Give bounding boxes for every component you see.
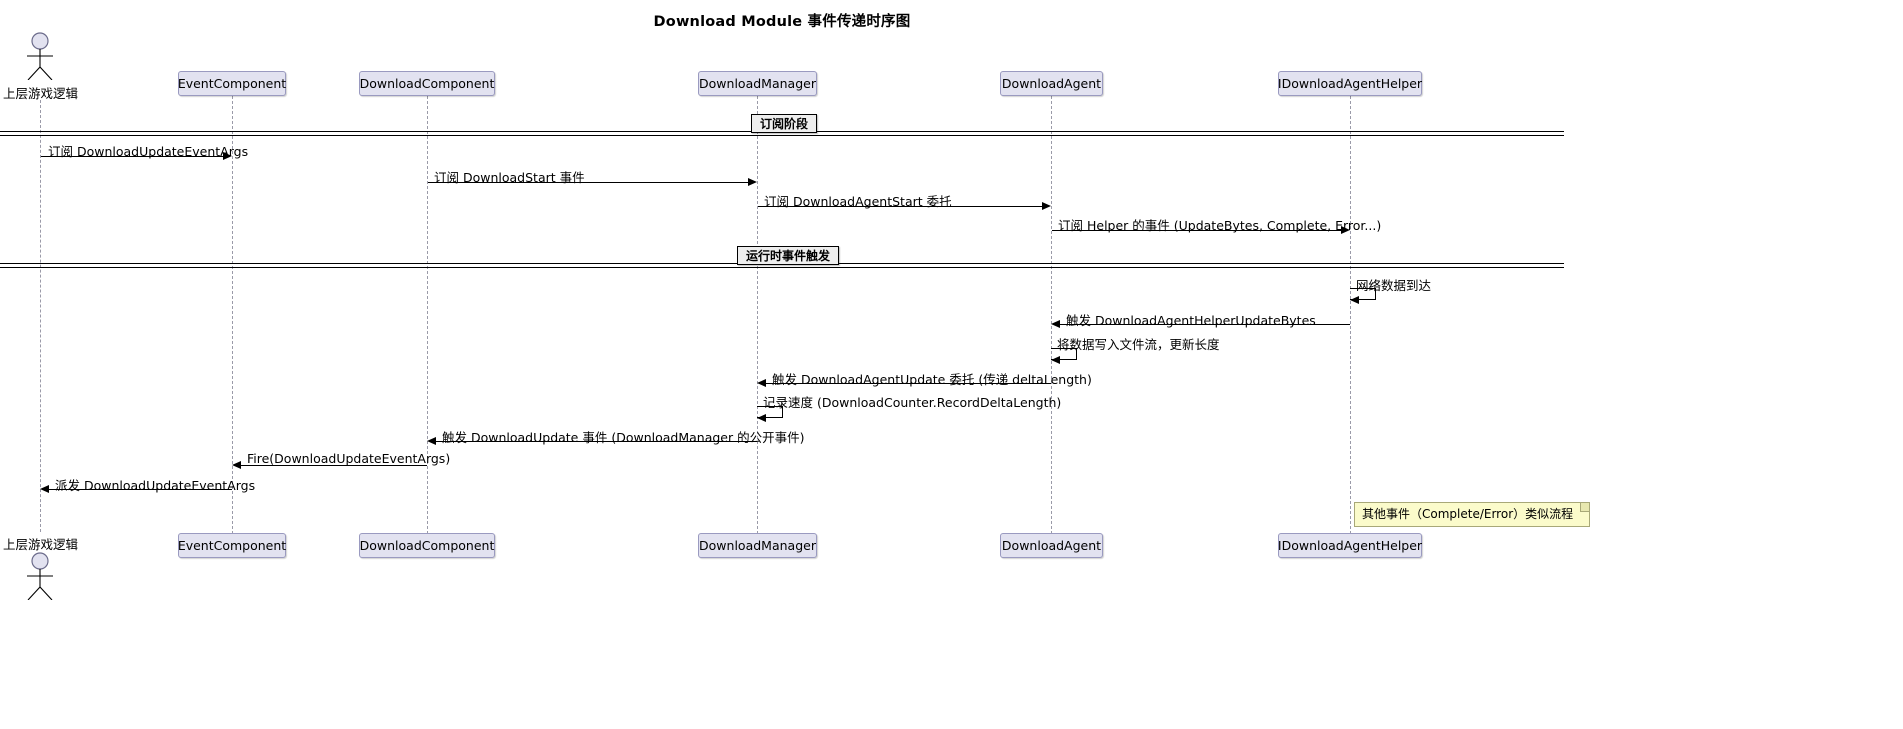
message-label-9: 记录速度 (DownloadCounter.RecordDeltaLength) bbox=[763, 395, 1062, 410]
note-text: 其他事件（Complete/Error）类似流程 bbox=[1362, 507, 1574, 521]
page-title: Download Module 事件传递时序图 bbox=[653, 14, 911, 30]
message-arrow-5 bbox=[1350, 295, 1359, 304]
participant-downloadcomponent-bottom[interactable]: DownloadComponent bbox=[359, 533, 495, 558]
actor-label-bottom: 上层游戏逻辑 bbox=[3, 537, 79, 552]
message-line-6 bbox=[1060, 324, 1350, 325]
message-line-8 bbox=[766, 383, 1051, 384]
self-message-loop-9 bbox=[757, 406, 783, 418]
self-message-loop-7 bbox=[1051, 348, 1077, 360]
lifeline-idownloadagenthelper bbox=[1350, 96, 1351, 534]
participant-label: EventComponent bbox=[177, 538, 287, 553]
note-other-events: 其他事件（Complete/Error）类似流程 bbox=[1354, 502, 1591, 527]
lifeline-eventcomponent bbox=[232, 96, 233, 534]
message-arrow-8 bbox=[757, 378, 766, 387]
message-arrow-4 bbox=[1341, 225, 1350, 234]
fragment-label-text: 订阅阶段 bbox=[760, 117, 809, 131]
participant-label: DownloadManager bbox=[699, 76, 816, 91]
note-fold-corner bbox=[1580, 503, 1590, 512]
participant-label: DownloadAgent bbox=[1001, 538, 1102, 553]
actor-figure-bottom bbox=[20, 552, 60, 601]
message-label-7: 将数据写入文件流，更新长度 bbox=[1057, 337, 1220, 352]
message-line-1 bbox=[41, 156, 224, 157]
message-label-10: 触发 DownloadUpdate 事件 (DownloadManager 的公… bbox=[442, 430, 805, 445]
participant-label: EventComponent bbox=[177, 76, 287, 91]
message-line-11 bbox=[241, 465, 427, 466]
message-label-3: 订阅 DownloadAgentStart 委托 bbox=[764, 194, 952, 209]
message-label-11: Fire(DownloadUpdateEventArgs) bbox=[247, 451, 451, 466]
participant-label: DownloadManager bbox=[699, 538, 816, 553]
message-line-2 bbox=[428, 182, 749, 183]
actor-figure-top bbox=[20, 32, 60, 81]
lifeline-downloadcomponent bbox=[427, 96, 428, 534]
message-label-1: 订阅 DownloadUpdateEventArgs bbox=[48, 144, 249, 159]
lifeline-downloadmanager bbox=[757, 96, 758, 534]
participant-downloadagent-bottom[interactable]: DownloadAgent bbox=[1000, 533, 1103, 558]
message-label-2: 订阅 DownloadStart 事件 bbox=[434, 170, 585, 185]
message-arrow-7 bbox=[1051, 355, 1060, 364]
message-label-4: 订阅 Helper 的事件 (UpdateBytes, Complete, Er… bbox=[1058, 218, 1382, 233]
lifeline-downloadagent bbox=[1051, 96, 1052, 534]
participant-downloadcomponent-top[interactable]: DownloadComponent bbox=[359, 71, 495, 96]
message-arrow-10 bbox=[427, 436, 436, 445]
participant-label: IDownloadAgentHelper bbox=[1277, 538, 1423, 553]
participant-eventcomponent-top[interactable]: EventComponent bbox=[178, 71, 286, 96]
message-arrow-3 bbox=[1042, 201, 1051, 210]
message-line-12 bbox=[49, 489, 232, 490]
participant-label: DownloadComponent bbox=[359, 538, 495, 553]
participant-idownloadagenthelper-top[interactable]: IDownloadAgentHelper bbox=[1278, 71, 1422, 96]
message-line-3 bbox=[758, 206, 1043, 207]
participant-eventcomponent-bottom[interactable]: EventComponent bbox=[178, 533, 286, 558]
message-arrow-6 bbox=[1051, 319, 1060, 328]
participant-downloadmanager-top[interactable]: DownloadManager bbox=[698, 71, 817, 96]
self-message-loop-5 bbox=[1350, 288, 1376, 300]
message-arrow-1 bbox=[223, 151, 232, 160]
message-label-5: 网络数据到达 bbox=[1356, 278, 1432, 293]
message-label-8: 触发 DownloadAgentUpdate 委托 (传递 deltaLengt… bbox=[772, 372, 1092, 387]
participant-label: IDownloadAgentHelper bbox=[1277, 76, 1423, 91]
message-label-6: 触发 DownloadAgentHelperUpdateBytes bbox=[1066, 313, 1316, 328]
participant-label: DownloadAgent bbox=[1001, 76, 1102, 91]
message-arrow-11 bbox=[232, 460, 241, 469]
message-arrow-9 bbox=[757, 413, 766, 422]
fragment-label-runtime: 运行时事件触发 bbox=[737, 246, 840, 265]
participant-idownloadagenthelper-bottom[interactable]: IDownloadAgentHelper bbox=[1278, 533, 1422, 558]
fragment-label-text: 运行时事件触发 bbox=[746, 249, 831, 263]
fragment-label-subscription: 订阅阶段 bbox=[751, 114, 818, 133]
actor-label-top: 上层游戏逻辑 bbox=[3, 86, 79, 101]
message-arrow-12 bbox=[40, 484, 49, 493]
message-line-4 bbox=[1052, 230, 1342, 231]
participant-downloadagent-top[interactable]: DownloadAgent bbox=[1000, 71, 1103, 96]
participant-label: DownloadComponent bbox=[359, 76, 495, 91]
message-label-12: 派发 DownloadUpdateEventArgs bbox=[55, 478, 256, 493]
actor-icon bbox=[27, 32, 53, 81]
actor-icon bbox=[27, 552, 53, 601]
lifeline-actor bbox=[40, 100, 41, 532]
message-line-10 bbox=[436, 441, 757, 442]
participant-downloadmanager-bottom[interactable]: DownloadManager bbox=[698, 533, 817, 558]
message-arrow-2 bbox=[748, 177, 757, 186]
